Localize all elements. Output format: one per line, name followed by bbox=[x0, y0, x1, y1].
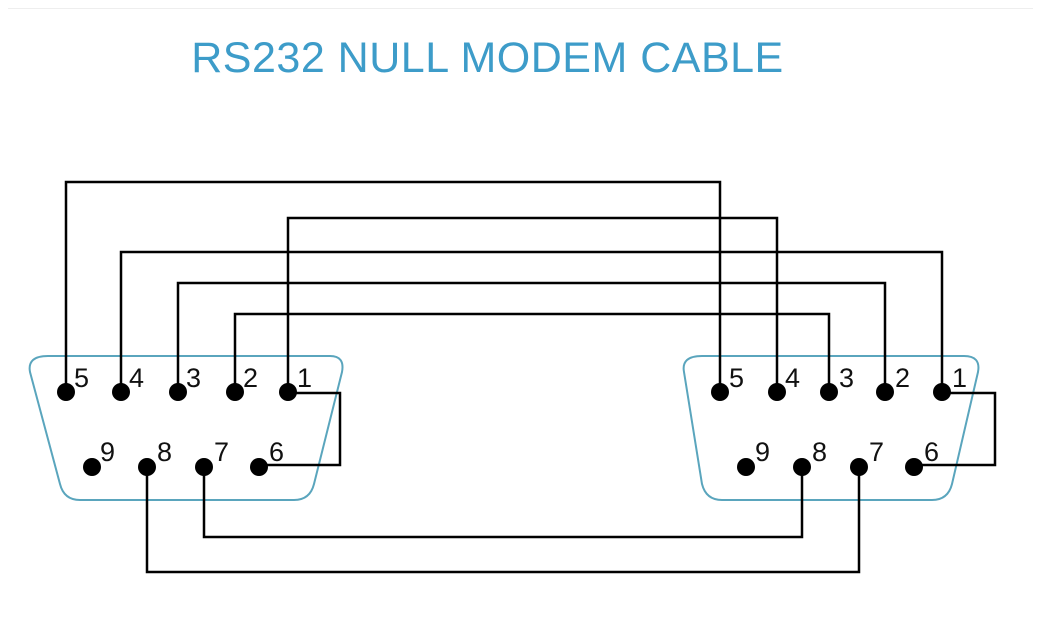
pin-right-5 bbox=[711, 383, 729, 401]
pin-right-6 bbox=[905, 458, 923, 476]
pin-label-left-7: 7 bbox=[214, 437, 229, 467]
pin-right-9 bbox=[737, 458, 755, 476]
left-connector-pins bbox=[57, 383, 297, 476]
pin-left-3 bbox=[169, 383, 187, 401]
pin-label-right-7: 7 bbox=[869, 437, 884, 467]
wire-left1-right4 bbox=[286, 216, 779, 390]
wire-left3-right2 bbox=[176, 281, 887, 390]
top-divider bbox=[8, 8, 1033, 9]
pin-label-left-1: 1 bbox=[297, 363, 312, 393]
wire-left4-right1 bbox=[119, 250, 944, 390]
pin-label-left-2: 2 bbox=[243, 363, 258, 393]
pin-left-4 bbox=[112, 383, 130, 401]
pin-label-right-3: 3 bbox=[839, 363, 854, 393]
wire-left5-right5 bbox=[64, 180, 722, 390]
pin-label-left-9: 9 bbox=[100, 437, 115, 467]
wire-left2-right3 bbox=[233, 312, 831, 390]
pin-left-2 bbox=[226, 383, 244, 401]
pin-left-8 bbox=[138, 458, 156, 476]
pin-right-7 bbox=[850, 458, 868, 476]
pin-label-right-5: 5 bbox=[729, 363, 744, 393]
pin-left-1 bbox=[279, 383, 297, 401]
pin-right-1 bbox=[933, 383, 951, 401]
pin-label-right-8: 8 bbox=[812, 437, 827, 467]
right-connector-pins bbox=[711, 383, 951, 476]
pin-right-4 bbox=[768, 383, 786, 401]
pin-label-right-6: 6 bbox=[924, 437, 939, 467]
pin-right-2 bbox=[876, 383, 894, 401]
wire-right1-right6 bbox=[914, 391, 997, 467]
right-connector-shell bbox=[682, 355, 980, 501]
pin-label-right-1: 1 bbox=[952, 363, 967, 393]
pin-left-9 bbox=[83, 458, 101, 476]
pin-right-3 bbox=[820, 383, 838, 401]
pin-label-right-2: 2 bbox=[895, 363, 910, 393]
right-connector-labels: 5 4 3 2 1 9 8 7 6 bbox=[729, 363, 967, 467]
pin-label-left-8: 8 bbox=[157, 437, 172, 467]
pin-label-right-4: 4 bbox=[785, 363, 800, 393]
pin-label-left-6: 6 bbox=[269, 437, 284, 467]
wire-left1-left6 bbox=[259, 391, 342, 467]
pin-label-right-9: 9 bbox=[755, 437, 770, 467]
wire-left8-right7 bbox=[145, 467, 861, 574]
wire-left7-right8 bbox=[202, 467, 804, 539]
left-connector-shell bbox=[28, 355, 344, 501]
pin-left-7 bbox=[195, 458, 213, 476]
pin-label-left-5: 5 bbox=[74, 363, 89, 393]
pin-label-left-4: 4 bbox=[129, 363, 144, 393]
pin-label-left-3: 3 bbox=[186, 363, 201, 393]
pin-left-6 bbox=[250, 458, 268, 476]
diagram-title: RS232 NULL MODEM CABLE bbox=[191, 34, 784, 82]
left-connector-labels: 5 4 3 2 1 9 8 7 6 bbox=[74, 363, 312, 467]
pin-left-5 bbox=[57, 383, 75, 401]
pin-right-8 bbox=[793, 458, 811, 476]
